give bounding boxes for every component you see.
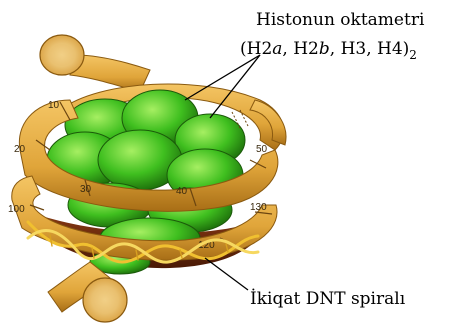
tick-50: 50 (256, 144, 268, 155)
tick-100: 100 (8, 204, 25, 215)
tick-40: 40 (176, 186, 188, 197)
dna-label: İkiqat DNT spiralı (250, 288, 406, 309)
dna-pointer-line (205, 258, 248, 290)
octamer-label-line2: (H2a, H2b, H3, H4)2 (240, 39, 417, 62)
tick-30: 30 (80, 184, 92, 195)
tick-130: 130 (250, 202, 267, 213)
tick-20: 20 (14, 144, 26, 155)
octamer-label-line1: Histonun oktametri (256, 10, 425, 30)
tick-10: 10 (48, 100, 60, 111)
